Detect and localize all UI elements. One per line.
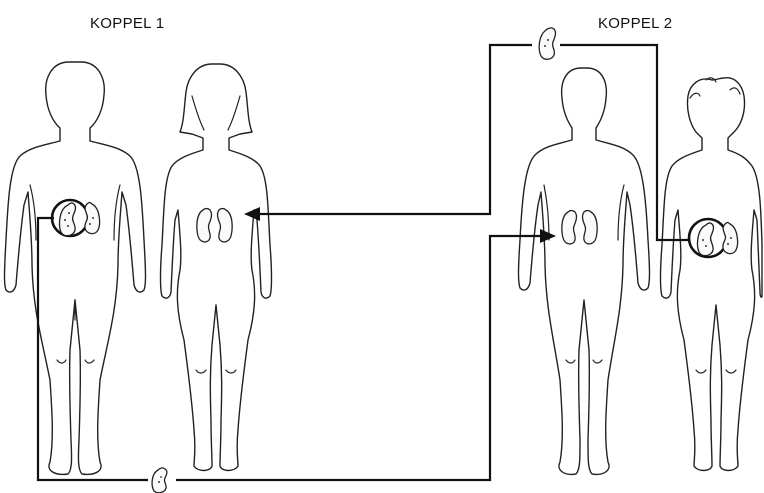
man-couple-1-figure — [5, 62, 146, 474]
man-couple-2-figure — [519, 68, 650, 474]
female-body-outline-icon — [161, 64, 272, 471]
woman-couple-1-figure — [161, 64, 272, 471]
male-body-outline-icon — [519, 68, 650, 474]
kidney-icon — [539, 28, 555, 59]
male-body-outline-icon — [5, 62, 146, 474]
woman-couple-2-figure — [661, 78, 763, 471]
exchange-route-top-continued — [258, 45, 532, 214]
female-body-outline-icon — [661, 78, 763, 471]
kidney-icon — [152, 468, 167, 493]
